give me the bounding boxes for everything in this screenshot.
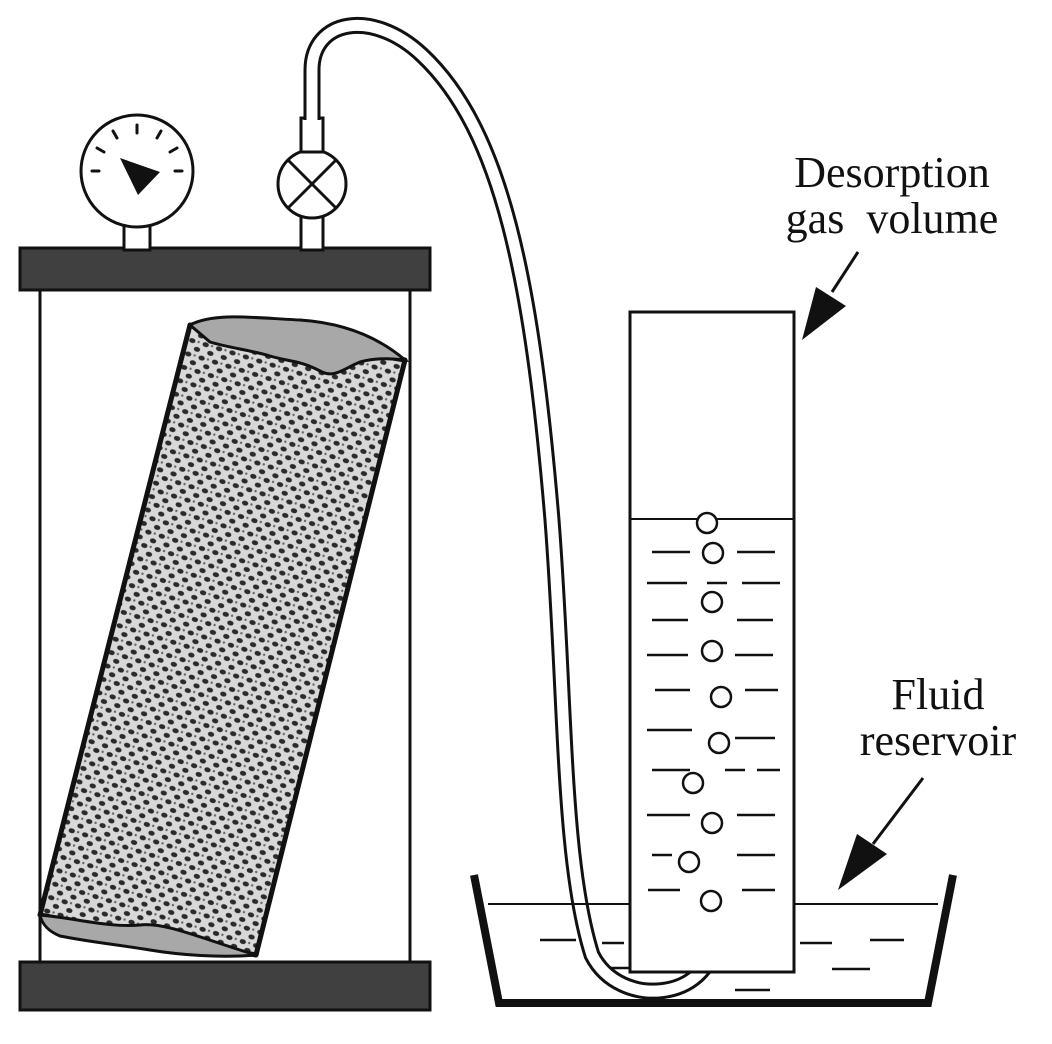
bubble [699, 889, 723, 913]
bubble [700, 639, 724, 663]
valve-icon [276, 116, 348, 252]
pressure-vessel [18, 246, 432, 1012]
bubble [709, 685, 733, 709]
gas-bubbles [677, 511, 733, 913]
bubble [681, 771, 705, 795]
bubble [707, 731, 731, 755]
core-sample [37, 315, 410, 958]
fluid-label-line1: Fluid [891, 670, 985, 719]
bubble [677, 850, 701, 874]
fluid-reservoir-label: Fluid reservoir [818, 672, 1052, 764]
pressure-gauge-icon [79, 113, 195, 252]
fluid-label-line2: reservoir [859, 716, 1017, 765]
desorption-label-line1: Desorption [794, 148, 990, 197]
vessel-top-plate [18, 246, 432, 292]
desorption-arrow [802, 251, 860, 340]
fluid-reservoir-arrow [838, 777, 925, 890]
bubble [700, 811, 724, 835]
bubble [695, 511, 719, 535]
desorption-gas-volume-label: Desorption gas volume [742, 150, 1042, 242]
bubble [700, 590, 724, 614]
core-top-face [187, 315, 410, 376]
vessel-bottom-plate [18, 960, 432, 1012]
gas-tube [303, 16, 723, 1000]
desorption-label-line2: gas volume [785, 194, 999, 243]
core-bottom-face [38, 913, 257, 958]
bubble [701, 541, 725, 565]
